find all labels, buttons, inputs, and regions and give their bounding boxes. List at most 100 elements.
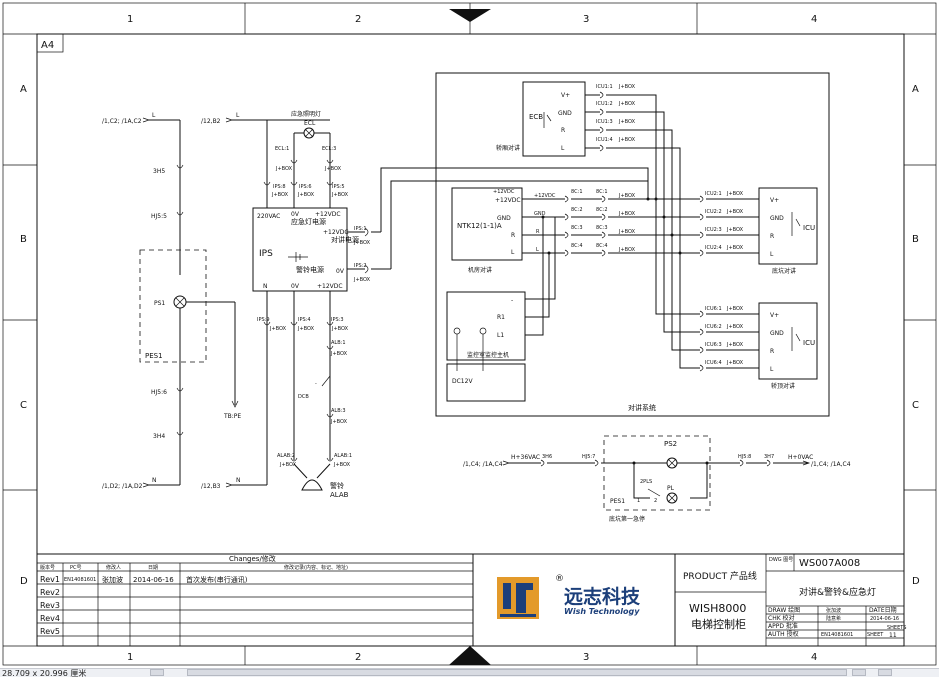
svg-text:+12VDC: +12VDC [317,283,343,290]
nav-button-next[interactable] [852,669,866,676]
svg-text:J+BOX: J+BOX [726,306,744,312]
svg-text:+12VDC: +12VDC [315,211,341,218]
svg-text:ALAB:2: ALAB:2 [277,453,295,459]
coordinate-readout: 28.709 x 20.996 厘米 [2,669,87,678]
col-4-top: 4 [811,14,817,25]
pit-switch-label: 底坑第一急停 [609,515,645,523]
svg-text:J+BOX: J+BOX [726,245,744,251]
svg-text:2: 2 [654,498,657,504]
svg-text:R: R [770,348,774,355]
svg-text:V+: V+ [770,312,779,319]
svg-text:SHEET: SHEET [867,632,884,638]
pes1-dashed-box [139,249,207,363]
svg-text:GND: GND [770,330,784,337]
svg-text:J+BOX: J+BOX [726,324,744,330]
svg-text:8C:1: 8C:1 [571,189,583,195]
svg-text:ECL:1: ECL:1 [275,146,289,152]
paper-size-box [36,33,64,53]
svg-text:8C:2: 8C:2 [596,207,608,213]
svg-text:J+BOX: J+BOX [618,229,636,235]
svg-text:ICU1:1: ICU1:1 [596,84,613,90]
product-name: 电梯控制柜 [691,617,746,631]
monitor-host-box [446,291,526,361]
svg-text:修改记录(内容、标记、地址): 修改记录(内容、标记、地址) [284,564,348,571]
intercom-system-box [435,72,830,417]
svg-text:H+0VAC: H+0VAC [788,454,813,461]
svg-text:/1,C4; /1A,C4: /1,C4; /1A,C4 [463,461,503,468]
svg-text:ICU2:4: ICU2:4 [705,245,722,251]
svg-text:0V: 0V [336,268,345,275]
svg-text:+12VDC: +12VDC [493,189,515,195]
drawing-title: 对讲&警铃&应急灯 [799,586,876,598]
ecb-box [522,81,586,157]
svg-text:J+BOX: J+BOX [297,192,315,198]
svg-text:J+BOX: J+BOX [330,351,348,357]
company-logo: 远志科技 ® Wish Technology [472,553,676,647]
svg-text:J+BOX: J+BOX [726,191,744,197]
svg-text:J+BOX: J+BOX [353,277,371,283]
svg-text:J+BOX: J+BOX [269,326,287,332]
svg-text:J+BOX: J+BOX [618,193,636,199]
svg-text:0V: 0V [291,283,300,290]
svg-text:SHEETS: SHEETS [887,625,906,631]
svg-text:ALAB:1: ALAB:1 [334,453,352,459]
svg-text:EN14081601: EN14081601 [64,577,96,583]
lamp-title: 应急照明灯 [291,110,321,118]
svg-text:-: - [315,381,317,387]
svg-text:L: L [511,249,515,256]
svg-text:ICU: ICU [803,339,815,347]
svg-text:PL: PL [667,485,675,492]
col-2-top: 2 [355,14,361,25]
svg-text:J+BOX: J+BOX [618,101,636,107]
row-a-right: A [912,84,919,95]
svg-text:2014-06-16: 2014-06-16 [870,616,899,622]
svg-text:DRAW 绘图: DRAW 绘图 [768,606,800,614]
bell-symbol [301,479,323,491]
row-b-right: B [912,234,919,245]
svg-text:V+: V+ [561,92,570,99]
svg-text:V+: V+ [770,197,779,204]
ips-circuit: /12,B2 L 应急照明灯 ECL ECL:1 ECL:3 J+BOX J+B… [201,110,649,499]
nav-button-end[interactable] [878,669,892,676]
svg-text:GND: GND [770,215,784,222]
col-2-bottom: 2 [355,652,361,663]
nav-button-prev[interactable] [150,669,164,676]
svg-text:日期: 日期 [148,565,158,571]
svg-text:IPS:5: IPS:5 [332,184,345,190]
svg-text:DCB: DCB [298,394,309,400]
svg-text:HJ5:5: HJ5:5 [151,213,167,220]
col-3-bottom: 3 [583,652,589,663]
svg-text:8C:4: 8C:4 [571,243,583,249]
svg-text:2014-06-16: 2014-06-16 [133,576,174,584]
horizontal-scrollbar[interactable] [187,669,847,676]
svg-text:H+36VAC: H+36VAC [511,454,540,461]
svg-text:PES1: PES1 [610,498,625,505]
svg-text:ICU6:3: ICU6:3 [705,342,722,348]
svg-text:J+BOX: J+BOX [726,342,744,348]
roof-intercom-label: 轿顶对讲 [771,382,795,390]
col-4-bottom: 4 [811,652,817,663]
pit-icu-box [758,187,818,265]
svg-text:11: 11 [889,632,897,639]
row-b-left: B [20,234,27,245]
svg-text:ICU2:3: ICU2:3 [705,227,722,233]
row-d-right: D [912,576,920,587]
svg-text:张加波: 张加波 [826,607,841,614]
svg-text:8C:4: 8C:4 [596,243,608,249]
svg-text:N: N [263,283,268,290]
car-intercom-label: 轿厢对讲 [496,144,520,152]
intercom-system: 对讲系统 ECB V+ GND R L 轿厢对讲 ICU1:1 ICU1:2 I… [435,72,830,417]
svg-text:PC号: PC号 [70,565,82,571]
svg-text:DC12V: DC12V [452,378,473,385]
svg-text:应急灯电源: 应急灯电源 [291,217,326,226]
col-1-top: 1 [127,14,133,25]
dc12v-box [446,363,526,402]
dcb-switch [321,375,331,387]
svg-text:IPS:3: IPS:3 [331,317,344,323]
svg-text:ALAB: ALAB [330,491,349,499]
svg-text:N: N [236,477,241,484]
svg-text:J+BOX: J+BOX [726,209,744,215]
svg-text:ICU: ICU [803,224,815,232]
svg-text:ICU1:4: ICU1:4 [596,137,613,143]
monitor-host-label: 监控室监控主机 [467,351,509,359]
